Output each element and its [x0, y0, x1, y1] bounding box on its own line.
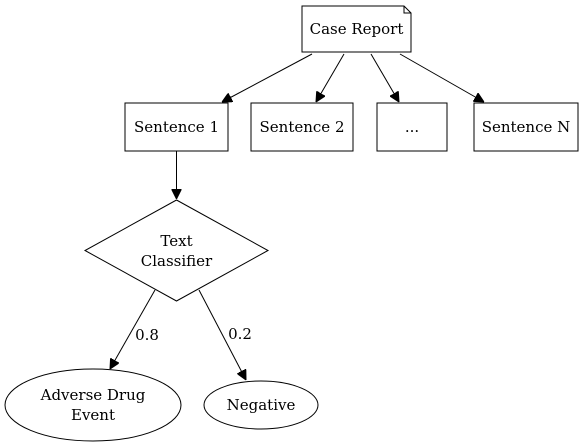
- edge-label-negative-probability: 0.2: [228, 325, 252, 343]
- case-report-node: Case Report: [301, 5, 412, 53]
- edge-case-to-sentence-2: [316, 53, 345, 102]
- edge-case-to-sentence-1: [222, 53, 313, 102]
- sentence-2-node: Sentence 2: [250, 102, 354, 152]
- ellipsis-label: ...: [405, 118, 419, 136]
- ellipsis-node: ...: [376, 102, 448, 152]
- sentence-2-label: Sentence 2: [260, 118, 345, 136]
- edge-case-to-sentence-n: [399, 53, 484, 102]
- classifier-label-line-1: Text: [160, 232, 192, 250]
- sentence-1-node: Sentence 1: [124, 102, 229, 152]
- sentence-n-label: Sentence N: [482, 118, 571, 136]
- negative-node: Negative: [203, 380, 319, 430]
- sentence-1-label: Sentence 1: [134, 118, 219, 136]
- edge-classifier-to-negative: [198, 289, 246, 380]
- case-report-label: Case Report: [310, 20, 404, 38]
- adverse-label-line-2: Event: [71, 406, 115, 424]
- adverse-drug-event-node: Adverse Drug Event: [4, 368, 182, 442]
- adverse-label-line-1: Adverse Drug: [40, 386, 146, 404]
- edge-label-adverse-probability: 0.8: [135, 326, 159, 344]
- classifier-label-line-2: Classifier: [141, 252, 213, 270]
- edge-classifier-to-adverse: [110, 289, 156, 369]
- sentence-n-node: Sentence N: [473, 102, 579, 152]
- edge-case-to-ellipsis: [370, 53, 399, 102]
- text-classifier-node: Text Classifier: [83, 199, 270, 302]
- negative-label: Negative: [227, 396, 296, 414]
